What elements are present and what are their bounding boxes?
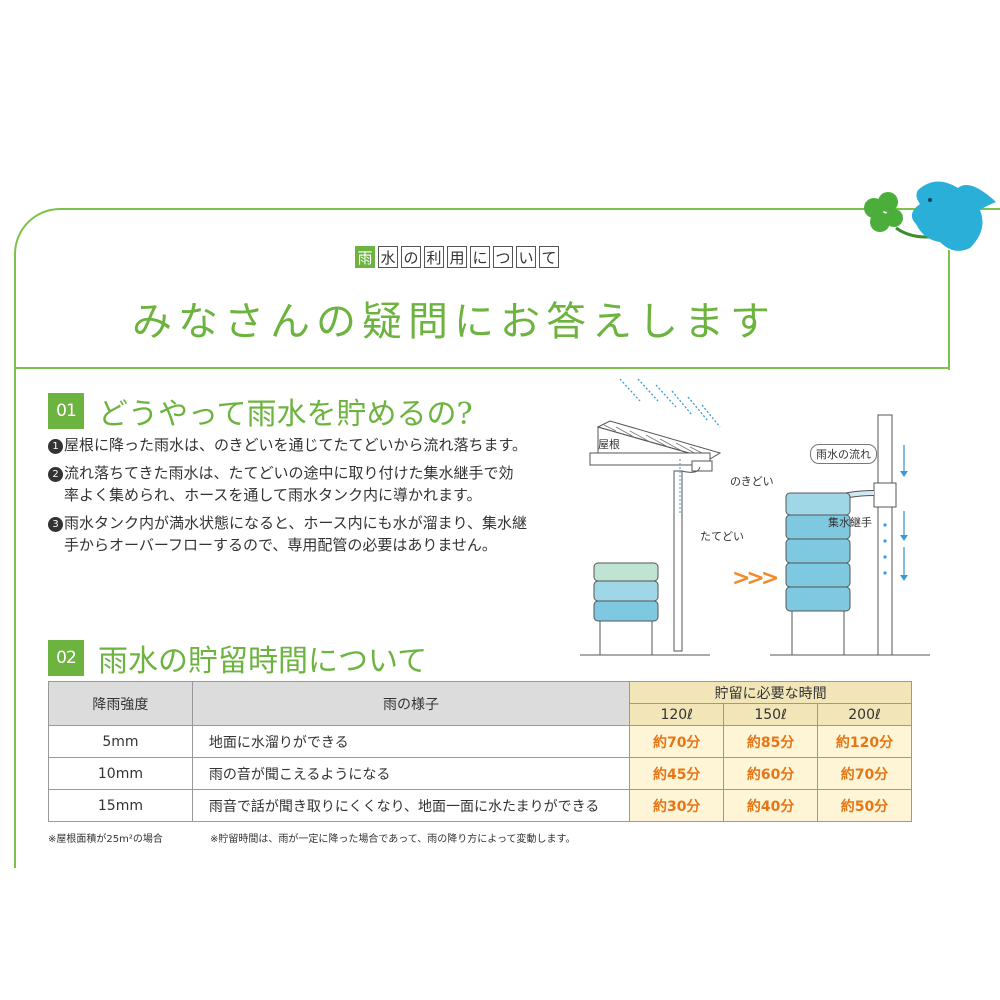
section1-number: 01 [48,393,84,429]
tank-right [785,492,851,656]
section1-title: どうやって雨水を貯めるの? [98,397,473,432]
rain-tank-diagram [580,378,930,656]
section2-number: 02 [48,640,84,676]
table-row: 5mm 地面に水溜りができる 約70分 約85分 約120分 [48,725,912,758]
bullet-number: 1 [48,439,63,454]
cell-state: 雨音で話が聞き取りにくくなり、地面一面に水たまりができる [191,789,631,822]
tank-left [593,562,659,656]
cell-time: 約40分 [723,789,819,822]
roof-label: 屋根 [598,438,620,451]
subtitle-char: 用 [447,246,467,268]
cell-time: 約30分 [629,789,725,822]
note-roof-area: ※屋根面積が25m²の場合 [48,834,163,845]
cell-state: 雨の音が聞こえるようになる [191,757,631,790]
cell-time: 約85分 [723,725,819,758]
header-state: 雨の様子 [191,681,631,726]
item-text: 屋根に降った雨水は、のきどいを通じてたてどいから流れ落ちます。 [64,436,528,454]
note-storage-time: ※貯留時間は、雨が一定に降った場合であって、雨の降り方によって変動します。 [210,834,576,845]
clover-bird-illustration [864,181,996,251]
table-row: 15mm 雨音で話が聞き取りにくくなり、地面一面に水たまりができる 約30分 約… [48,789,912,822]
bird-icon [911,181,996,251]
eaves-label: のきどい [730,475,774,488]
cell-time: 約120分 [817,725,912,758]
subtitle-char: 水 [378,246,398,268]
page-frame [14,208,1000,868]
subtitle-char: 利 [424,246,444,268]
page-title: みなさんの疑問にお答えします [132,299,776,345]
cell-time: 約60分 [723,757,819,790]
header-intensity: 降雨強度 [48,681,193,726]
subtitle-char: つ [493,246,513,268]
cell-intensity: 15mm [48,789,193,822]
cell-state: 地面に水溜りができる [191,725,631,758]
header-time: 貯留に必要な時間 [629,681,912,704]
joint-label: 集水継手 [828,516,872,529]
subtitle-char: の [401,246,421,268]
title-divider [15,367,950,369]
table-row: 10mm 雨の音が聞こえるようになる 約45分 約60分 約70分 [48,757,912,790]
section2-title: 雨水の貯留時間について [98,644,428,679]
direction-arrows: >>> [732,566,779,591]
frame-right-line [948,250,950,370]
clover-icon [864,192,903,232]
cell-intensity: 5mm [48,725,193,758]
storage-time-table: 降雨強度 雨の様子 貯留に必要な時間 120ℓ 150ℓ 200ℓ 5mm 地面… [48,681,912,822]
subtitle-char: に [470,246,490,268]
item-text: 手からオーバーフローするので、専用配管の必要はありません。 [64,536,497,554]
subtitle-boxes: 雨 水 の 利 用 に つ い て [355,246,559,268]
bullet-number: 2 [48,467,63,482]
subtitle-char: 雨 [355,246,375,268]
cell-intensity: 10mm [48,757,193,790]
subtitle-char: て [539,246,559,268]
bullet-number: 3 [48,517,63,532]
header-capacity: 200ℓ [817,703,912,726]
downpipe-label: たてどい [700,530,744,543]
subtitle-char: い [516,246,536,268]
cell-time: 約50分 [817,789,912,822]
rain-arrows [619,378,721,428]
rain-flow-label: 雨水の流れ [810,444,877,464]
header-capacity: 150ℓ [723,703,819,726]
item-text: 雨水タンク内が満水状態になると、ホース内にも水が溜まり、集水継 [64,514,528,532]
cell-time: 約70分 [817,757,912,790]
cell-time: 約70分 [629,725,725,758]
cell-time: 約45分 [629,757,725,790]
item-text: 率よく集められ、ホースを通して雨水タンク内に導かれます。 [64,486,482,504]
item-text: 流れ落ちてきた雨水は、たてどいの途中に取り付けた集水継手で効 [64,464,514,482]
header-capacity: 120ℓ [629,703,725,726]
